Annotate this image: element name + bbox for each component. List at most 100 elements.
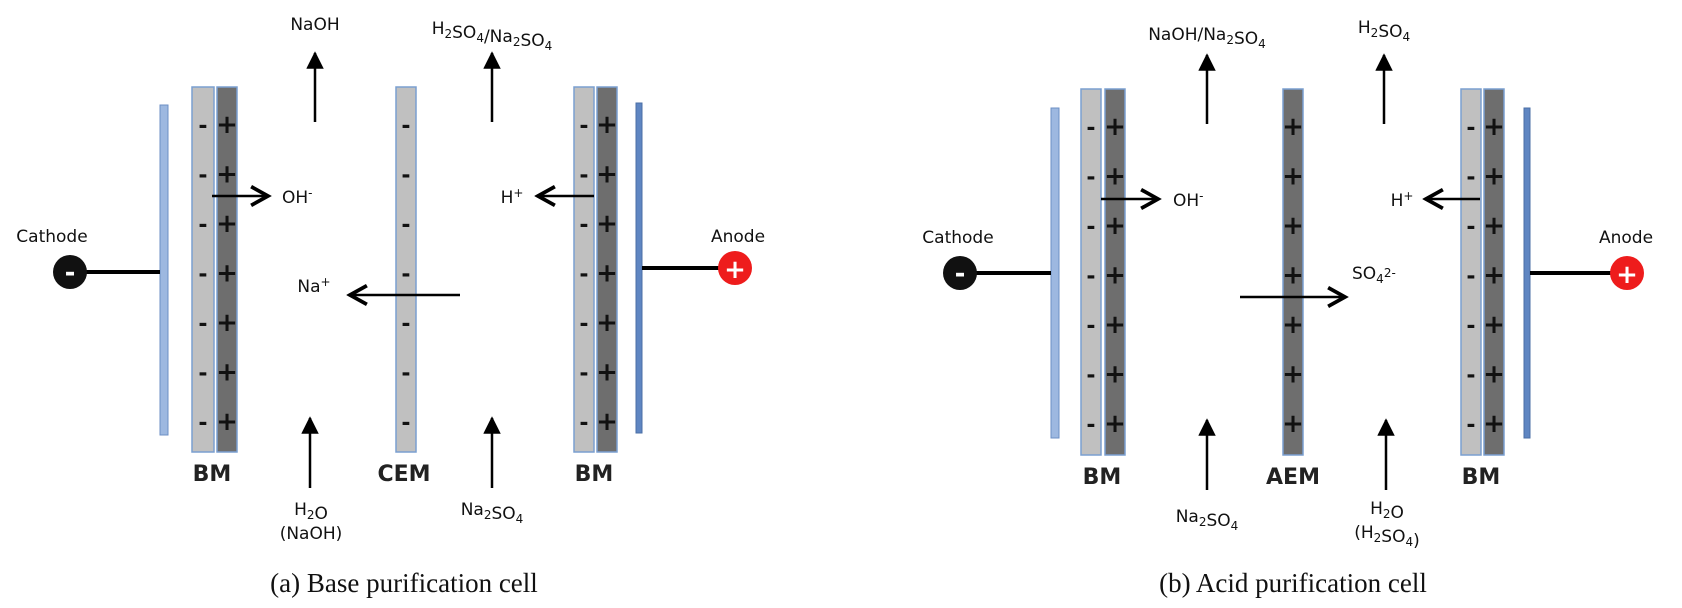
negative-charge-sign: - <box>198 263 207 288</box>
membrane-label-aem: AEM <box>1266 465 1320 490</box>
negative-charge-sign: - <box>1466 314 1475 339</box>
positive-charge-sign: + <box>1483 211 1505 241</box>
positive-charge-sign: + <box>1104 112 1126 142</box>
positive-charge-sign: + <box>1282 162 1304 192</box>
positive-charge-sign: + <box>216 160 238 190</box>
ion-label-h: H+ <box>1391 189 1414 211</box>
positive-charge-sign: + <box>596 308 618 338</box>
negative-charge-sign: - <box>198 164 207 189</box>
positive-charge-sign: + <box>1282 261 1304 291</box>
cathode-symbol: - <box>955 259 966 289</box>
anode-plate <box>635 102 643 434</box>
cathode-label: Cathode <box>922 228 993 248</box>
anode-terminal-icon <box>1610 256 1644 290</box>
cathode-terminal-icon <box>943 256 977 290</box>
negative-charge-sign: - <box>1086 265 1095 290</box>
positive-charge-sign: + <box>1282 409 1304 439</box>
inlet-label-h2so4: (H2SO4) <box>1354 523 1420 551</box>
positive-charge-sign: + <box>1104 409 1126 439</box>
positive-charge-sign: + <box>1282 211 1304 241</box>
negative-charge-sign: - <box>579 114 588 139</box>
caption-b: (b) Acid purification cell <box>1159 568 1427 598</box>
cathode-terminal-icon <box>53 255 87 289</box>
anode-terminal-icon <box>718 251 752 285</box>
positive-charge-sign: + <box>216 358 238 388</box>
positive-charge-sign: + <box>216 308 238 338</box>
negative-charge-sign: - <box>198 114 207 139</box>
membrane-label-cem: CEM <box>377 462 430 487</box>
ion-label-oh: OH- <box>1173 189 1204 211</box>
negative-charge-sign: - <box>198 411 207 436</box>
bipolar-membrane-left: ------- +++++++ <box>191 86 238 453</box>
bipolar-membrane-right: ------- +++++++ <box>573 86 618 453</box>
positive-charge-sign: + <box>1483 360 1505 390</box>
positive-charge-sign: + <box>596 209 618 239</box>
membrane-label-bm-2: BM <box>575 462 614 487</box>
negative-charge-sign: - <box>401 411 410 436</box>
anion-exchange-membrane: +++++++ <box>1282 88 1304 456</box>
negative-charge-sign: - <box>1086 413 1095 438</box>
outlet-label-h2so4-na2so4: H2SO4/Na2SO4 <box>432 19 553 53</box>
negative-charge-sign: - <box>198 312 207 337</box>
negative-charge-sign: - <box>1086 215 1095 240</box>
membrane-label-bm-1: BM <box>193 462 232 487</box>
caption-a: (a) Base purification cell <box>270 568 538 598</box>
positive-charge-sign: + <box>216 407 238 437</box>
negative-charge-sign: - <box>579 362 588 387</box>
inlet-label-na2so4: Na2SO4 <box>1176 507 1239 533</box>
negative-charge-sign: - <box>1466 116 1475 141</box>
positive-charge-sign: + <box>1483 112 1505 142</box>
negative-charge-sign: - <box>579 312 588 337</box>
negative-charge-sign: - <box>1086 116 1095 141</box>
positive-charge-sign: + <box>1282 112 1304 142</box>
cell-acid-purification: - Cathode - - - - - - - + + + + + + + BM + + + + + + + AEM… <box>922 18 1653 598</box>
negative-charge-sign: - <box>401 312 410 337</box>
anode-label: Anode <box>711 227 765 247</box>
negative-charge-sign: - <box>1466 166 1475 191</box>
positive-charge-sign: + <box>216 110 238 140</box>
positive-charge-sign: + <box>1483 261 1505 291</box>
positive-charge-sign: + <box>1483 162 1505 192</box>
cathode-plate <box>1050 107 1060 439</box>
negative-charge-sign: - <box>1466 413 1475 438</box>
positive-charge-sign: + <box>1282 310 1304 340</box>
positive-charge-sign: + <box>596 110 618 140</box>
outlet-label-h2so4: H2SO4 <box>1358 18 1410 44</box>
negative-charge-sign: - <box>579 263 588 288</box>
negative-charge-sign: - <box>401 164 410 189</box>
positive-charge-sign: + <box>1483 409 1505 439</box>
membrane-label-bm-2: BM <box>1462 465 1501 490</box>
anode-symbol: + <box>724 255 746 285</box>
inlet-label-naoh: (NaOH) <box>280 524 343 544</box>
ion-label-h: H+ <box>501 186 524 208</box>
positive-charge-sign: + <box>596 358 618 388</box>
inlet-label-na2so4: Na2SO4 <box>461 500 524 526</box>
cathode-symbol: - <box>65 258 76 288</box>
negative-charge-sign: - <box>1086 364 1095 389</box>
negative-charge-sign: - <box>401 263 410 288</box>
negative-charge-sign: - <box>1466 364 1475 389</box>
negative-charge-sign: - <box>198 213 207 238</box>
negative-charge-sign: - <box>579 411 588 436</box>
outlet-label-naoh: NaOH <box>290 15 339 35</box>
bipolar-membrane-left: ------- +++++++ <box>1080 88 1126 456</box>
negative-charge-sign: - <box>1086 314 1095 339</box>
bipolar-membrane-right: ------- +++++++ <box>1460 88 1505 456</box>
ion-label-oh: OH- <box>282 186 313 208</box>
positive-charge-sign: + <box>596 259 618 289</box>
negative-charge-sign: - <box>579 164 588 189</box>
positive-charge-sign: + <box>1104 162 1126 192</box>
positive-charge-sign: + <box>596 160 618 190</box>
anode-label: Anode <box>1599 228 1653 248</box>
positive-charge-sign: + <box>1104 360 1126 390</box>
negative-charge-sign: - <box>401 114 410 139</box>
cathode-label: Cathode <box>16 227 87 247</box>
cathode-plate <box>159 104 169 436</box>
anode-symbol: + <box>1616 260 1638 290</box>
membrane-label-bm-1: BM <box>1083 465 1122 490</box>
positive-charge-sign: + <box>216 209 238 239</box>
negative-charge-sign: - <box>579 213 588 238</box>
positive-charge-sign: + <box>1104 261 1126 291</box>
negative-charge-sign: - <box>401 362 410 387</box>
